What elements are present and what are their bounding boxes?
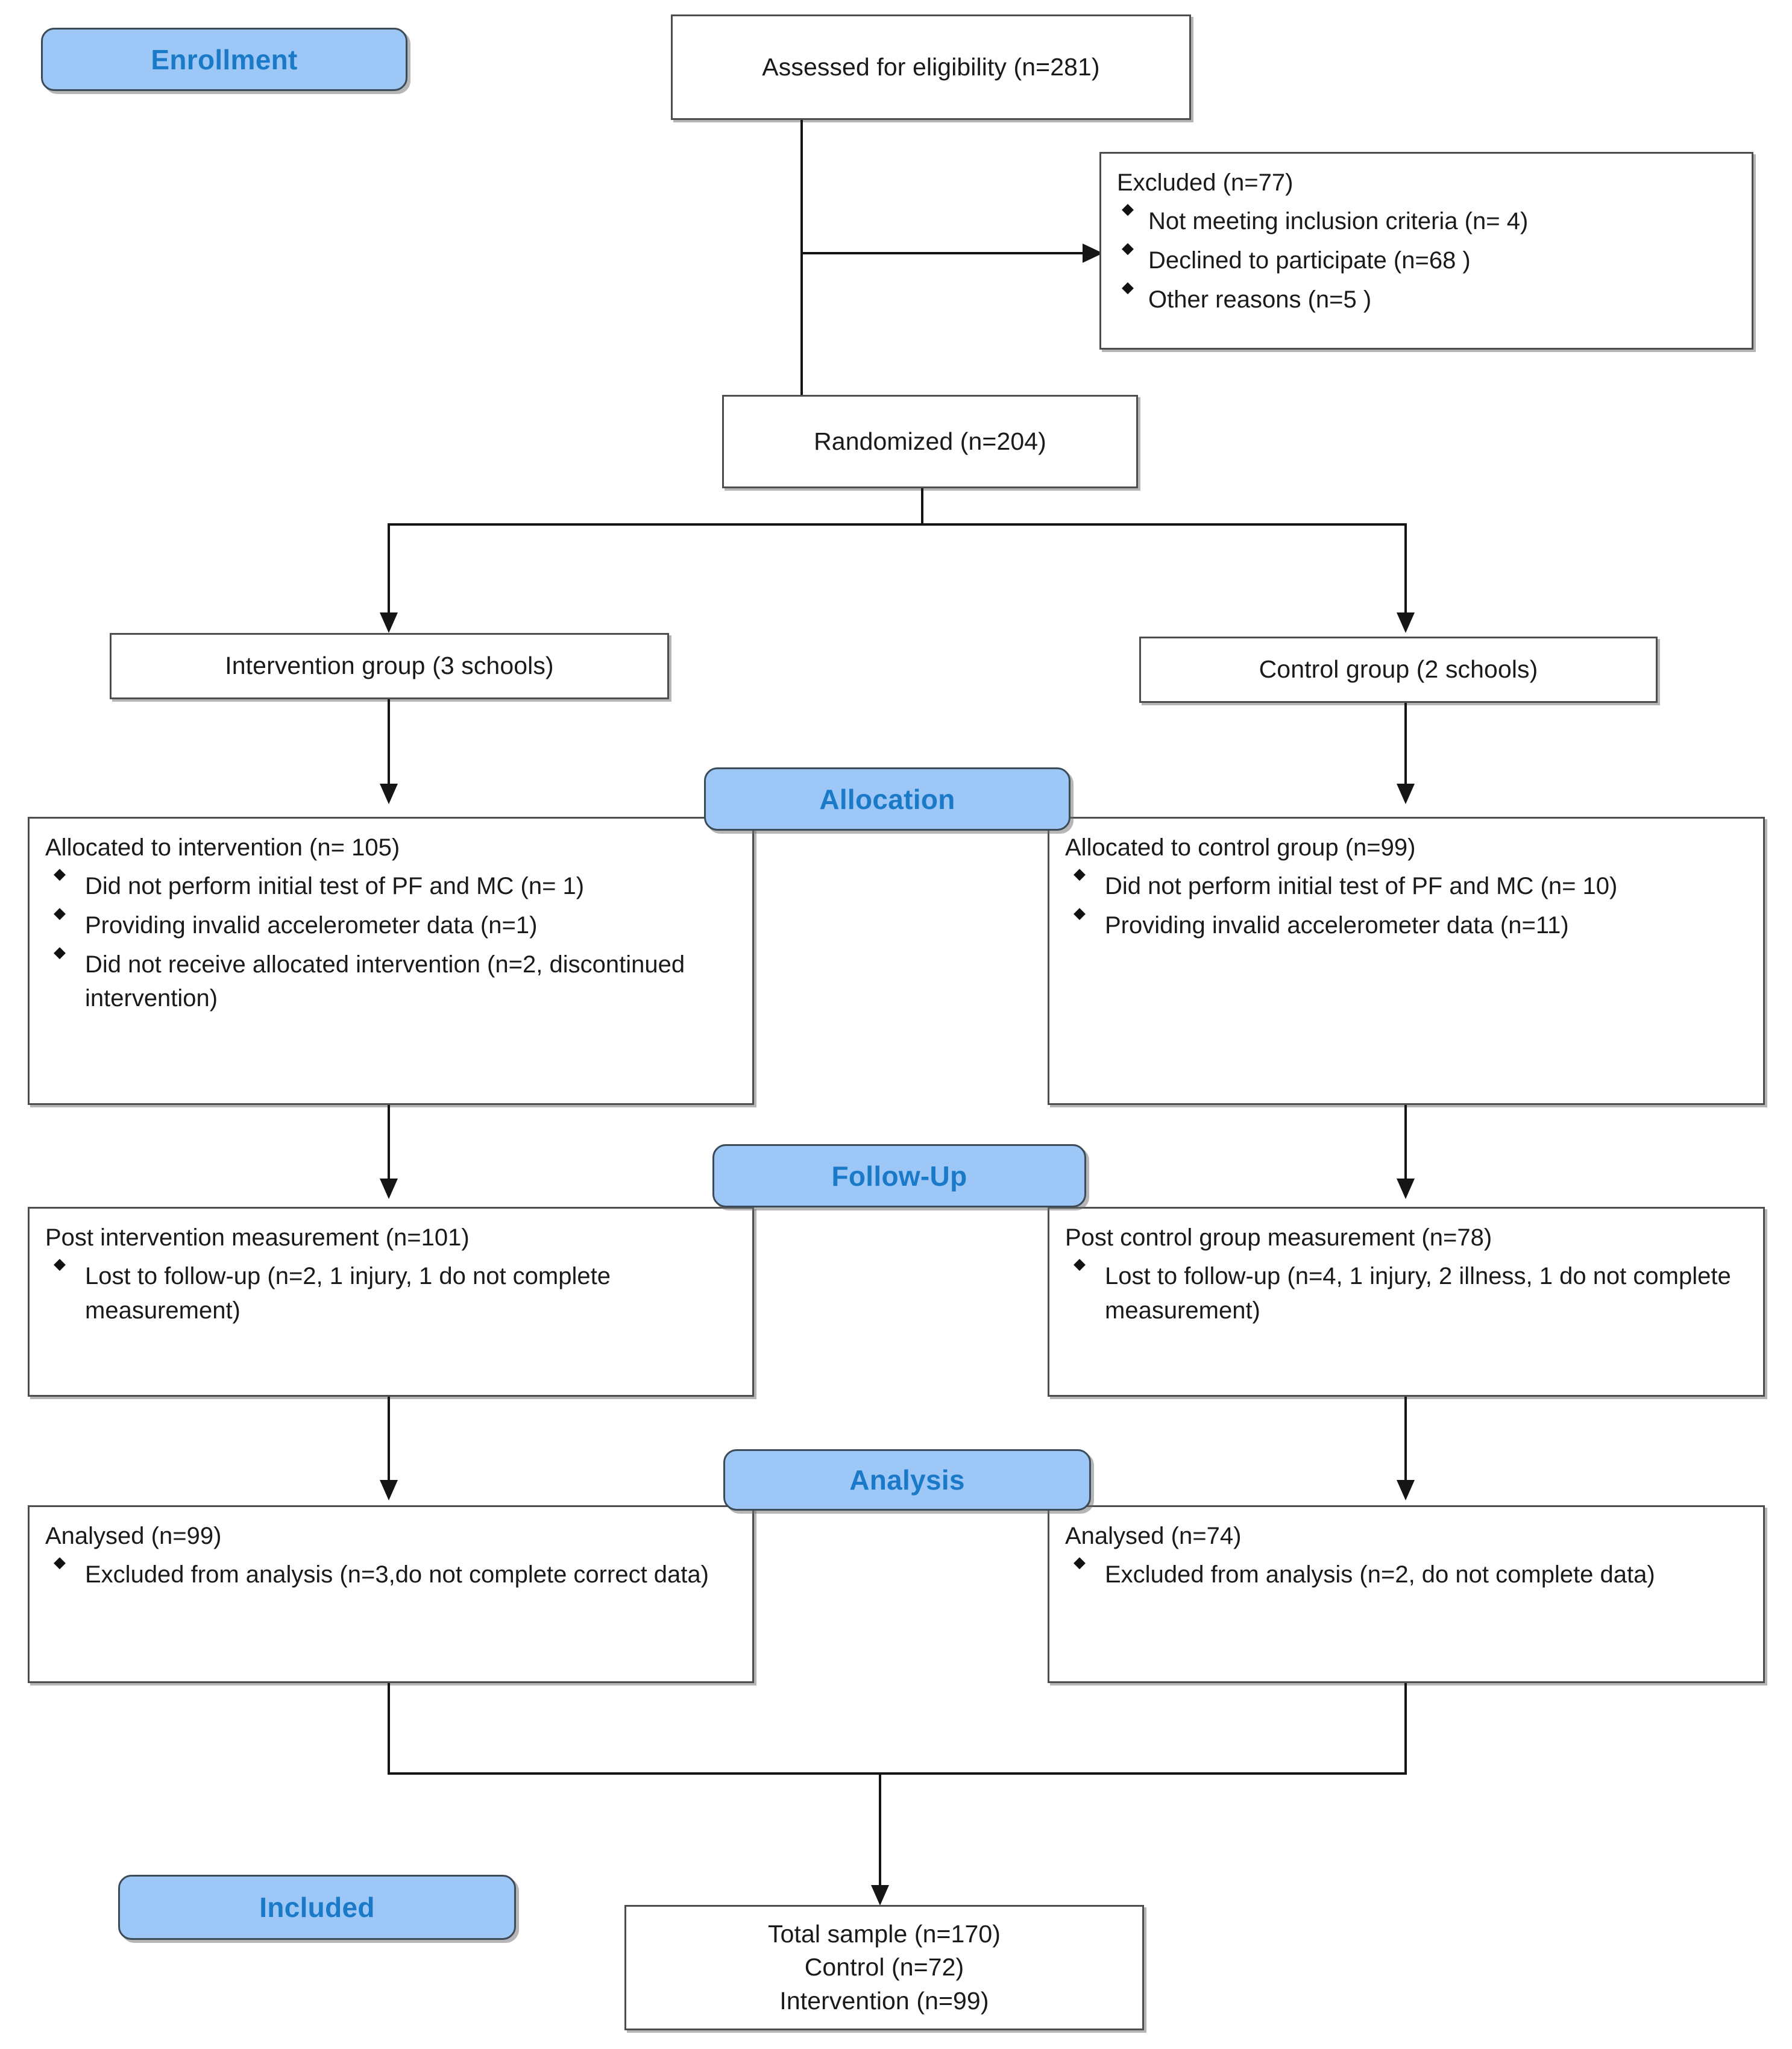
arrow-intervention-allocation — [380, 784, 398, 804]
randomized-box: Randomized (n=204) — [722, 395, 1138, 488]
arrow-analysis-right — [1397, 1480, 1415, 1500]
assessed-for-eligibility-text: Assessed for eligibility (n=281) — [762, 52, 1100, 81]
list-item: Other reasons (n=5 ) — [1148, 286, 1372, 313]
connector-allocation-to-followup-right — [1404, 1105, 1407, 1183]
stage-badge-follow-up-label: Follow-Up — [831, 1160, 967, 1192]
intervention-group-text: Intervention group (3 schools) — [225, 652, 554, 680]
list-item: Did not perform initial test of PF and M… — [85, 873, 585, 899]
stage-badge-included-label: Included — [259, 1892, 375, 1923]
arrow-to-total-sample — [871, 1885, 889, 1906]
post-intervention-list: Lost to follow-up (n=2, 1 injury, 1 do n… — [45, 1259, 737, 1328]
connector-analysis-merge-left — [388, 1683, 390, 1775]
connector-analysis-merge-right — [1404, 1683, 1407, 1775]
connector-assessed-to-randomized — [800, 120, 803, 396]
control-group-text: Control group (2 schools) — [1259, 655, 1538, 684]
randomized-text: Randomized (n=204) — [814, 427, 1046, 455]
list-item: Providing invalid accelerometer data (n=… — [85, 911, 538, 939]
total-sample-box: Total sample (n=170) Control (n=72) Inte… — [624, 1905, 1144, 2030]
connector-followup-to-analysis-left — [388, 1397, 390, 1484]
connector-randomized-split — [388, 523, 1406, 526]
assessed-for-eligibility-box: Assessed for eligibility (n=281) — [671, 14, 1191, 120]
allocated-control-list: Did not perform initial test of PF and M… — [1065, 869, 1747, 943]
excluded-lead: Excluded (n=77) — [1117, 169, 1294, 196]
post-intervention-measurement-box: Post intervention measurement (n=101) Lo… — [28, 1207, 754, 1397]
stage-badge-allocation: Allocation — [704, 767, 1070, 831]
arrow-to-control-group — [1397, 612, 1415, 633]
connector-intervention-to-allocation — [388, 699, 390, 787]
allocated-intervention-list: Did not perform initial test of PF and M… — [45, 869, 737, 1016]
stage-badge-analysis: Analysis — [723, 1449, 1091, 1511]
analysed-intervention-lead: Analysed (n=99) — [45, 1523, 222, 1549]
arrow-to-intervention-group — [380, 612, 398, 633]
intervention-group-box: Intervention group (3 schools) — [110, 633, 669, 699]
connector-randomized-stem — [921, 488, 923, 524]
connector-split-left — [388, 523, 390, 617]
connector-control-to-allocation — [1404, 703, 1407, 787]
arrow-analysis-left — [380, 1480, 398, 1500]
arrow-followup-right — [1397, 1179, 1415, 1199]
stage-badge-allocation-label: Allocation — [819, 783, 955, 815]
list-item: Did not receive allocated intervention (… — [85, 951, 692, 1012]
post-control-list: Lost to follow-up (n=4, 1 injury, 2 illn… — [1065, 1259, 1747, 1328]
stage-badge-follow-up: Follow-Up — [712, 1144, 1086, 1207]
list-item: Excluded from analysis (n=3,do not compl… — [85, 1561, 709, 1588]
analysed-control-lead: Analysed (n=74) — [1065, 1523, 1242, 1549]
connector-merge-horizontal — [388, 1772, 1407, 1775]
total-intervention-line: Intervention (n=99) — [779, 1986, 989, 2015]
allocated-to-control-box: Allocated to control group (n=99) Did no… — [1048, 817, 1765, 1105]
allocated-intervention-lead: Allocated to intervention (n= 105) — [45, 834, 400, 861]
stage-badge-enrollment-label: Enrollment — [151, 43, 298, 75]
allocated-to-intervention-box: Allocated to intervention (n= 105) Did n… — [28, 817, 754, 1105]
list-item: Not meeting inclusion criteria (n= 4) — [1148, 208, 1529, 234]
excluded-reason-list: Not meeting inclusion criteria (n= 4) De… — [1117, 204, 1736, 316]
post-control-lead: Post control group measurement (n=78) — [1065, 1224, 1492, 1251]
post-control-measurement-box: Post control group measurement (n=78) Lo… — [1048, 1207, 1765, 1397]
list-item: Excluded from analysis (n=2, do not comp… — [1105, 1561, 1655, 1588]
list-item: Declined to participate (n=68 ) — [1148, 247, 1471, 274]
connector-followup-to-analysis-right — [1404, 1397, 1407, 1484]
arrow-followup-left — [380, 1179, 398, 1199]
connector-merge-to-total — [879, 1772, 881, 1890]
excluded-box: Excluded (n=77) Not meeting inclusion cr… — [1099, 152, 1753, 350]
stage-badge-included: Included — [118, 1875, 516, 1940]
allocated-control-lead: Allocated to control group (n=99) — [1065, 834, 1416, 861]
connector-allocation-to-followup-left — [388, 1105, 390, 1183]
control-group-box: Control group (2 schools) — [1139, 637, 1658, 703]
connector-assessed-to-excluded — [800, 252, 1084, 254]
analysed-intervention-box: Analysed (n=99) Excluded from analysis (… — [28, 1505, 754, 1683]
total-sample-line: Total sample (n=170) — [767, 1919, 1001, 1948]
connector-split-right — [1404, 523, 1407, 617]
analysed-intervention-list: Excluded from analysis (n=3,do not compl… — [45, 1558, 737, 1592]
list-item: Providing invalid accelerometer data (n=… — [1105, 911, 1569, 939]
post-intervention-lead: Post intervention measurement (n=101) — [45, 1224, 470, 1251]
stage-badge-enrollment: Enrollment — [41, 28, 407, 91]
list-item: Did not perform initial test of PF and M… — [1105, 873, 1618, 899]
list-item: Lost to follow-up (n=4, 1 injury, 2 illn… — [1105, 1263, 1738, 1324]
arrow-control-allocation — [1397, 784, 1415, 804]
analysed-control-list: Excluded from analysis (n=2, do not comp… — [1065, 1558, 1747, 1592]
analysed-control-box: Analysed (n=74) Excluded from analysis (… — [1048, 1505, 1765, 1683]
list-item: Lost to follow-up (n=2, 1 injury, 1 do n… — [85, 1263, 618, 1324]
total-control-line: Control (n=72) — [804, 1953, 964, 1981]
stage-badge-analysis-label: Analysis — [849, 1464, 965, 1496]
